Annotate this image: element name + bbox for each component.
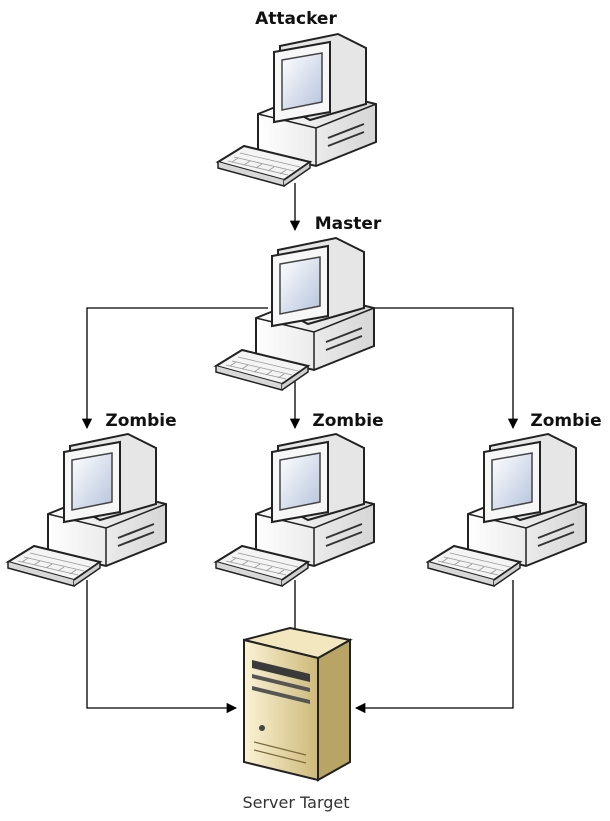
arrow-zombie-left-to-server [86, 580, 238, 714]
master-computer-icon [215, 237, 375, 391]
attacker-computer-icon [217, 33, 377, 187]
master-node: Master [215, 214, 382, 391]
connectors [81, 183, 519, 714]
master-label: Master [315, 214, 382, 234]
zombie-left-computer-icon [7, 433, 167, 587]
zombie-center-computer-icon [215, 433, 375, 587]
arrow-master-to-zombie-right [372, 307, 519, 430]
zombie-right-node: Zombie [427, 411, 602, 587]
zombie-center-node: Zombie [215, 411, 384, 587]
arrow-zombie-right-to-server [354, 580, 514, 714]
arrow-master-to-zombie-left [81, 307, 268, 430]
attacker-node: Attacker [217, 9, 377, 187]
zombie-right-label: Zombie [530, 411, 601, 431]
attacker-label: Attacker [255, 9, 337, 29]
zombie-left-label: Zombie [105, 411, 176, 431]
server-tower-icon [243, 626, 353, 782]
zombie-center-label: Zombie [312, 411, 383, 431]
server-target-label: Server Target [242, 793, 349, 812]
server-node: Server Target [242, 626, 353, 812]
zombie-left-node: Zombie [7, 411, 177, 587]
zombie-right-computer-icon [427, 433, 587, 587]
